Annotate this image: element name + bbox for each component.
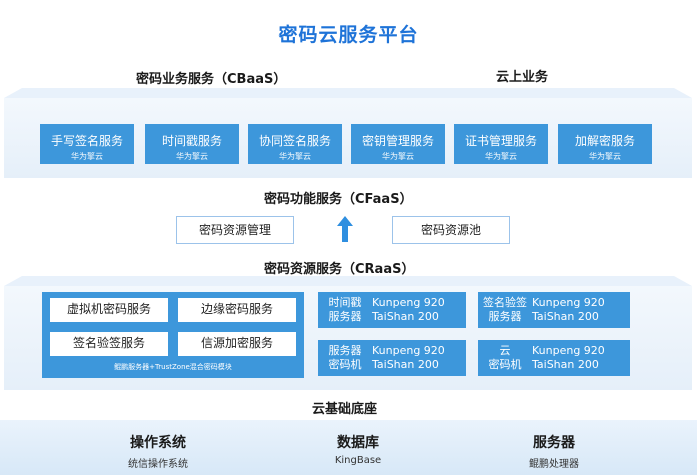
spec-cpu: Kunpeng 920: [372, 296, 445, 309]
base-item-database[interactable]: 数据库 KingBase: [288, 432, 428, 466]
service-encryption-decryption[interactable]: 加解密服务 华为擎云: [558, 124, 652, 164]
spec-kind: 密码机: [488, 358, 522, 371]
spec-type: 服务器: [328, 344, 362, 357]
service-vendor: 华为擎云: [589, 152, 621, 161]
crypto-resource-management-box[interactable]: 密码资源管理: [176, 216, 294, 244]
sign-verify-server-spec[interactable]: 签名验签 Kunpeng 920 服务器 TaiShan 200: [478, 292, 630, 328]
service-vendor: 华为擎云: [176, 152, 208, 161]
sign-verify-service-button[interactable]: 签名验签服务: [50, 332, 168, 356]
spec-cpu: Kunpeng 920: [532, 344, 605, 357]
spec-model: TaiShan 200: [372, 310, 439, 323]
source-encryption-service-button[interactable]: 信源加密服务: [178, 332, 296, 356]
spec-model: TaiShan 200: [532, 310, 599, 323]
spec-model: TaiShan 200: [532, 358, 599, 371]
service-key-management[interactable]: 密钥管理服务 华为擎云: [351, 124, 445, 164]
cbaas-label: 密码业务服务（CBaaS）: [136, 72, 287, 87]
craas-band-top: [4, 276, 692, 286]
base-band: 操作系统 统信操作系统 数据库 KingBase 服务器 鲲鹏处理器: [0, 420, 697, 475]
spec-type: 时间戳: [328, 296, 362, 309]
service-vendor: 华为擎云: [382, 152, 414, 161]
craas-label: 密码资源服务（CRaaS）: [264, 262, 415, 277]
hybrid-module-caption: 鲲鹏服务器+TrustZone混合密码模块: [114, 363, 232, 371]
spec-kind: 服务器: [328, 310, 362, 323]
service-name: 手写签名服务: [50, 134, 123, 148]
spec-cpu: Kunpeng 920: [372, 344, 445, 357]
service-vendor: 华为擎云: [485, 152, 517, 161]
edge-crypto-service-button[interactable]: 边缘密码服务: [178, 298, 296, 322]
service-vendor: 华为擎云: [71, 152, 103, 161]
base-item-name: 操作系统: [130, 435, 186, 451]
cbaas-band-top: [4, 88, 692, 98]
base-label: 云基础底座: [312, 402, 378, 417]
service-certificate-management[interactable]: 证书管理服务 华为擎云: [454, 124, 548, 164]
base-item-server[interactable]: 服务器 鲲鹏处理器: [484, 432, 624, 470]
base-item-name: 服务器: [533, 435, 575, 451]
crypto-resource-pool-box[interactable]: 密码资源池: [392, 216, 510, 244]
spec-model: TaiShan 200: [372, 358, 439, 371]
cloud-business-label: 云上业务: [496, 70, 549, 85]
up-arrow-icon: [337, 216, 353, 242]
service-name: 加解密服务: [574, 134, 635, 148]
service-vendor: 华为擎云: [279, 152, 311, 161]
base-item-sub: 统信操作系统: [128, 459, 188, 470]
base-item-os[interactable]: 操作系统 统信操作系统: [88, 432, 228, 470]
service-name: 证书管理服务: [464, 134, 537, 148]
service-timestamp[interactable]: 时间戳服务 华为擎云: [145, 124, 239, 164]
base-item-sub: 鲲鹏处理器: [529, 459, 579, 470]
spec-type: 云: [499, 344, 511, 357]
spec-type: 签名验签: [483, 296, 527, 309]
base-item-sub: KingBase: [334, 455, 382, 466]
server-crypto-machine-spec[interactable]: 服务器 Kunpeng 920 密码机 TaiShan 200: [318, 340, 466, 376]
service-name: 协同签名服务: [258, 134, 331, 148]
service-name: 密钥管理服务: [361, 134, 434, 148]
vm-crypto-service-button[interactable]: 虚拟机密码服务: [50, 298, 168, 322]
base-item-name: 数据库: [337, 435, 379, 451]
spec-cpu: Kunpeng 920: [532, 296, 605, 309]
timestamp-server-spec[interactable]: 时间戳 Kunpeng 920 服务器 TaiShan 200: [318, 292, 466, 328]
service-name: 时间戳服务: [161, 134, 222, 148]
spec-kind: 服务器: [488, 310, 522, 323]
spec-kind: 密码机: [328, 358, 362, 371]
page-title: 密码云服务平台: [278, 24, 419, 46]
service-collaborative-signature[interactable]: 协同签名服务 华为擎云: [248, 124, 342, 164]
cloud-crypto-machine-spec[interactable]: 云 Kunpeng 920 密码机 TaiShan 200: [478, 340, 630, 376]
cfaas-label: 密码功能服务（CFaaS）: [264, 192, 413, 207]
service-handwritten-signature[interactable]: 手写签名服务 华为擎云: [40, 124, 134, 164]
